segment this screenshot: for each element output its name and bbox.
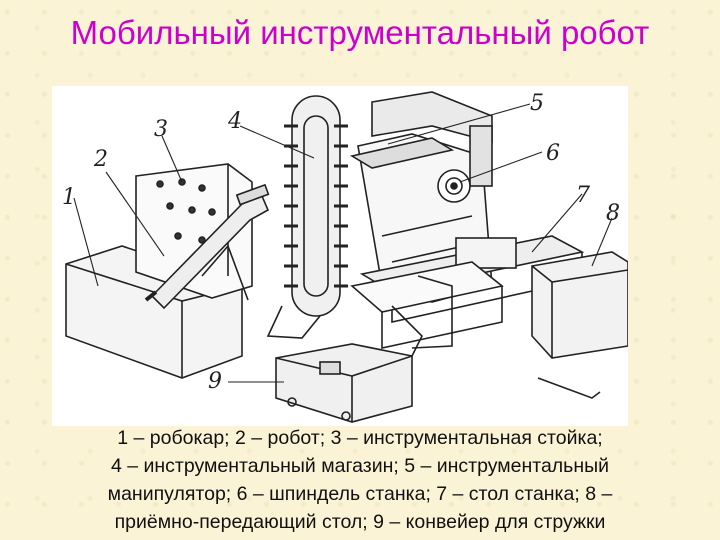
caption-line: манипулятор; 6 – шпиндель станка; 7 – ст…	[107, 483, 613, 505]
slide-title: Мобильный инструментальный робот	[70, 14, 650, 51]
callout-6: 6	[546, 141, 560, 166]
tool-magazine	[266, 95, 348, 339]
callout-1: 1	[62, 185, 76, 210]
caption-line: приёмно-передающий стол; 9 – конвейер дл…	[114, 511, 606, 533]
callout-5: 5	[530, 91, 544, 116]
figure-caption: 1 – робокар; 2 – робот; 3 – инструментал…	[30, 424, 690, 536]
transfer-table	[531, 251, 628, 399]
chip-conveyor	[275, 275, 453, 423]
machine-table	[350, 235, 585, 349]
robot-drawing: 1 2 3 4 5 6 7 8 9	[52, 86, 628, 426]
callout-7: 7	[576, 183, 590, 208]
leader-lines	[73, 103, 613, 383]
caption-line: 1 – робокар; 2 – робот; 3 – инструментал…	[117, 427, 603, 449]
callout-8: 8	[606, 201, 620, 226]
caption-line: 4 – инструментальный магазин; 5 – инстру…	[110, 455, 610, 477]
callout-3: 3	[154, 117, 168, 142]
machine-column	[349, 91, 493, 303]
callout-2: 2	[93, 147, 108, 172]
callout-9: 9	[208, 369, 222, 394]
robot-arm	[144, 183, 270, 310]
callout-4: 4	[227, 109, 242, 134]
